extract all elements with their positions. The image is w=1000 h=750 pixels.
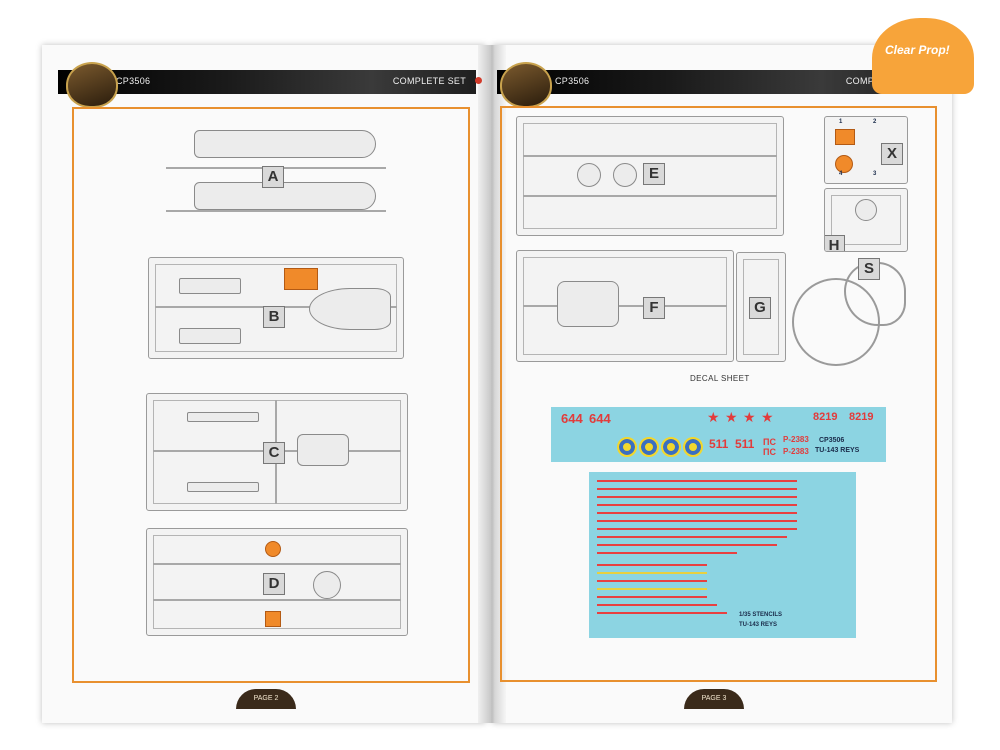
decal-sheet-title: DECAL SHEET [690,374,750,383]
round-part [613,163,637,187]
decal-sheet-stencils: 1/35 STENCILS TU-143 REYS [589,472,856,638]
sprue-label-e: E [643,163,665,185]
fuselage-part [194,182,376,210]
stencil-title: 1/35 STENCILS [739,612,783,618]
part [179,278,241,294]
wing-part [309,288,391,330]
sprue-c: C [146,393,408,511]
right-content-frame [500,106,937,682]
sprue-label-g: G [749,297,771,319]
decal-code: P-2383 [783,435,809,444]
red-star-icon: ★ [761,409,774,425]
fuselage-part [194,130,376,158]
page-number-right: PAGE 3 [684,689,744,709]
highlight-part [284,268,318,290]
decal-sheet-top: 644 644 ★ ★ ★ ★ 511 511 ПС ПС P-2383 P-2… [551,407,886,462]
highlight-part [835,155,853,173]
page-number-left: PAGE 2 [236,689,296,709]
red-star-icon: ★ [725,409,738,425]
part [187,482,259,492]
logo-text: Clear Prop! [885,43,950,57]
stripe-decal [597,612,727,614]
left-header-set: COMPLETE SET [392,76,466,86]
round-part [577,163,601,187]
sprue-label-f: F [643,297,665,319]
part [557,281,619,327]
decal-code: 8219 [849,411,874,423]
highlight-part [835,129,855,145]
decal-code: 511 [735,437,755,451]
sprue-label-x: X [881,143,903,165]
sprue-label-c: C [263,442,285,464]
x-part-number: 4 [839,171,843,177]
decal-product-code: CP3506 [819,437,845,444]
stripe-decal [597,564,707,566]
roundel-icon [661,437,681,457]
roundel-icon [683,437,703,457]
decal-code: 644 [561,411,583,426]
sprue-label-a: A [262,166,284,188]
roundel-icon [639,437,659,457]
sprue-d: D [146,528,408,636]
decal-code: 8219 [813,411,838,423]
round-part [313,571,341,599]
sprue-g: G [736,252,786,362]
sprue-f: F [516,250,734,362]
part [187,412,259,422]
sprue-b: B [148,257,404,359]
left-header-bar: CP3506 COMPLETE SET [58,70,482,94]
decal-code: ПС [763,447,776,457]
stripe-decal [597,536,787,538]
stripe-decal [597,528,797,530]
right-header-bar: CP3506 COMPLETE SET [497,70,929,94]
highlight-part [265,611,281,627]
decal-code: P-2383 [783,447,809,456]
stripe-decal [597,604,717,606]
red-star-icon: ★ [707,409,720,425]
right-mini-logo [500,62,552,108]
round-part [855,199,877,221]
x-part-number: 1 [839,119,843,125]
part [297,434,349,466]
decal-code: 511 [709,437,729,451]
x-part-number: 2 [873,119,877,125]
stripe-decal [597,580,707,582]
part [179,328,241,344]
stripe-decal [597,596,707,598]
decal-code: ПС [763,437,776,447]
stripe-decal [597,520,797,522]
left-header-code: CP3506 [116,76,151,86]
stripe-decal [597,496,797,498]
highlight-part [265,541,281,557]
stripe-decal [597,544,777,546]
sprue-label-b: B [263,306,285,328]
x-part-number: 3 [873,171,877,177]
stripe-decal-yellow [597,588,707,590]
sprue-label-s: S [858,258,880,280]
roundel-icon [617,437,637,457]
left-content-frame [72,107,470,683]
sprue-label-h: H [825,235,845,251]
sprue-label-d: D [263,573,285,595]
red-star-icon: ★ [743,409,756,425]
stencil-model-name: TU-143 REYS [739,622,778,628]
sprue-s: S [792,258,912,366]
right-header-code: CP3506 [555,76,590,86]
stripe-decal [597,480,797,482]
clear-prop-logo: Clear Prop! [872,18,974,94]
sprue-x: 1 2 3 4 X [824,116,908,184]
stripe-decal [597,512,797,514]
sprue-h: H [824,188,908,252]
decal-code: 644 [589,411,611,426]
decal-model-name: TU-143 REYS [815,447,860,454]
stripe-decal-yellow [597,572,707,574]
stripe-decal [597,552,737,554]
stripe-decal [597,504,797,506]
left-mini-logo [66,62,118,108]
sprue-a: A [166,122,386,232]
red-dot-icon [475,77,482,84]
stripe-decal [597,488,797,490]
sprue-e: E [516,116,784,236]
